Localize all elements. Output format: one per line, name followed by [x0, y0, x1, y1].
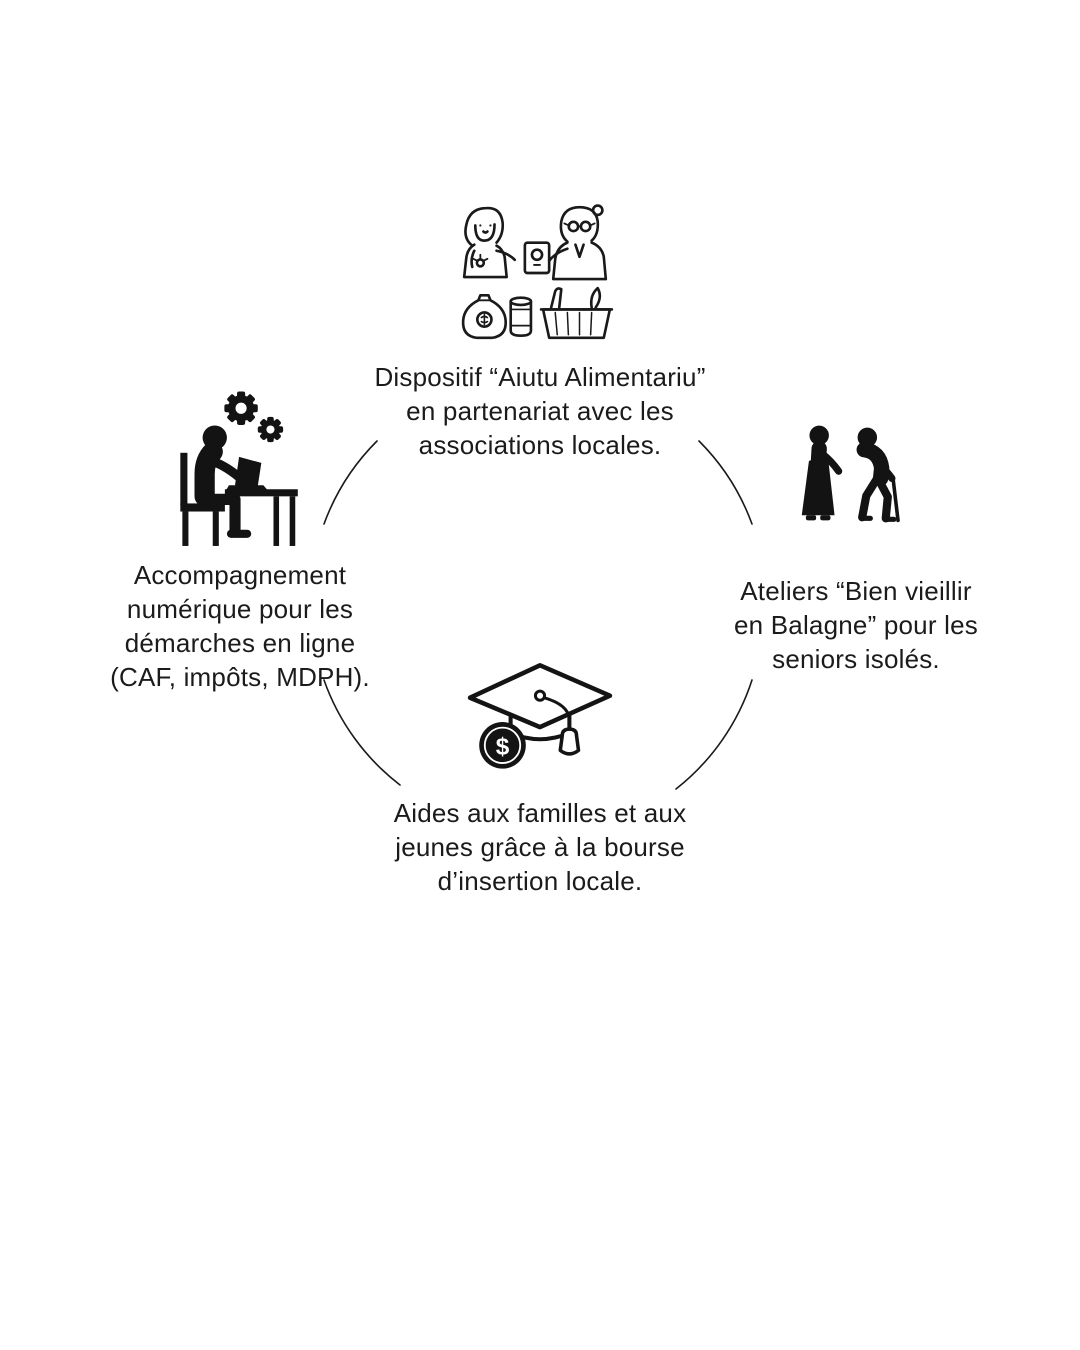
- elderly-couple-icon: [792, 420, 916, 548]
- graduation-cap-icon: [467, 663, 613, 756]
- food-basket-icon: [539, 286, 614, 340]
- chair-icon: [180, 452, 225, 546]
- caption-food-aid: Dispositif “Aiutu Alimentariu” en parten…: [374, 362, 706, 461]
- graduation-cap-coin-icon: $: [464, 656, 616, 783]
- tassel-icon: [558, 727, 581, 756]
- caption-local-scholarship: Aides aux familles et aux jeunes grâce à…: [393, 798, 687, 897]
- food-can-icon: [509, 296, 533, 338]
- gear-small-icon: [257, 416, 284, 443]
- caption-digital-support: Accompagnement numérique pour les démarc…: [110, 560, 370, 693]
- volunteer-woman-left-icon: [462, 206, 517, 279]
- arc-bottom-left: [323, 679, 401, 786]
- cap-button-icon: [533, 689, 547, 702]
- arc-bottom-right: [675, 679, 753, 790]
- desk-icon: [224, 489, 298, 546]
- money-sack-icon: [461, 293, 507, 340]
- elderly-man-icon: [856, 427, 900, 523]
- donation-box-icon: [523, 241, 551, 275]
- arc-top-right: [698, 440, 753, 525]
- food-donation-illustration: [450, 198, 622, 348]
- cane-icon: [891, 475, 900, 523]
- arc-top-left: [323, 440, 378, 525]
- dollar-symbol: $: [496, 733, 510, 760]
- dollar-coin-icon: $: [479, 722, 526, 769]
- elderly-woman-icon: [801, 425, 843, 521]
- digital-assistance-icon: [168, 388, 300, 550]
- tassel-cord-icon: [542, 696, 571, 732]
- caption-seniors-workshops: Ateliers “Bien vieillir en Balagne” pour…: [734, 576, 978, 675]
- gear-large-icon: [224, 391, 258, 425]
- volunteer-woman-right-icon: [547, 204, 608, 281]
